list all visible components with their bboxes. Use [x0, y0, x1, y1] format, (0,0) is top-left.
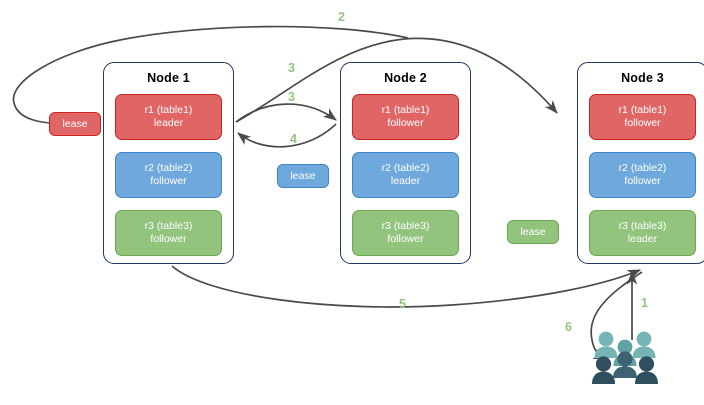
range-box-r1[interactable]: r1 (table1)follower: [352, 94, 459, 140]
range-label-role: follower: [387, 233, 424, 245]
arrow-step-3-to-node2: [235, 103, 337, 123]
range-label-id: r3 (table3): [618, 220, 667, 232]
range-label-id: r1 (table1): [381, 104, 430, 116]
range-label-id: r2 (table2): [144, 162, 193, 174]
users-icon: [592, 331, 658, 384]
range-box-r3[interactable]: r3 (table3)follower: [115, 210, 222, 256]
range-label-role: follower: [150, 175, 187, 187]
range-label-role: follower: [150, 233, 187, 245]
range-box-r2[interactable]: r2 (table2)leader: [352, 152, 459, 198]
step-label-5: 5: [399, 297, 406, 311]
arrow-step-3-to-node3: [235, 37, 558, 123]
step-label-2: 2: [338, 10, 345, 24]
arrow-step-5: [171, 265, 641, 308]
node-title: Node 1: [147, 71, 190, 85]
range-label-id: r2 (table2): [618, 162, 667, 174]
range-label-role: follower: [624, 117, 661, 129]
range-box-r1[interactable]: r1 (table1)follower: [589, 94, 696, 140]
range-label-role: leader: [390, 175, 421, 187]
range-label-role: leader: [627, 233, 658, 245]
range-box-r2[interactable]: r2 (table2)follower: [115, 152, 222, 198]
range-box-r3[interactable]: r3 (table3)leader: [589, 210, 696, 256]
range-box-r1[interactable]: r1 (table1)leader: [115, 94, 222, 140]
range-label-id: r1 (table1): [618, 104, 667, 116]
arrow-step-4: [237, 123, 337, 148]
arrow-step-2: [12, 25, 409, 130]
step-label-4: 4: [290, 132, 297, 146]
node-title: Node 3: [621, 71, 664, 85]
range-label-role: follower: [387, 117, 424, 129]
step-label-3: 3: [288, 90, 295, 104]
range-box-r3[interactable]: r3 (table3)follower: [352, 210, 459, 256]
range-label-role: leader: [153, 117, 184, 129]
range-label-role: follower: [624, 175, 661, 187]
range-label-id: r1 (table1): [144, 104, 193, 116]
step-label-6: 6: [565, 320, 572, 334]
range-label-id: r3 (table3): [381, 220, 430, 232]
range-label-id: r2 (table2): [381, 162, 430, 174]
lease-r3[interactable]: lease: [507, 220, 559, 244]
lease-r2[interactable]: lease: [277, 164, 329, 188]
range-label-id: r3 (table3): [144, 220, 193, 232]
step-label-3: 3: [288, 61, 295, 75]
node-title: Node 2: [384, 71, 427, 85]
lease-r1[interactable]: lease: [49, 112, 101, 136]
step-label-1: 1: [641, 296, 648, 310]
range-box-r2[interactable]: r2 (table2)follower: [589, 152, 696, 198]
